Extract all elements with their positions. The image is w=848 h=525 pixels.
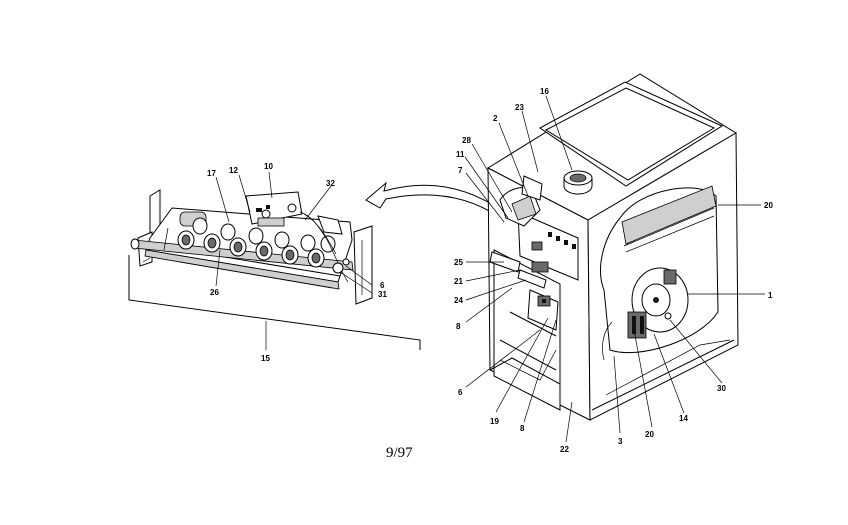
callout-6-right: 6 (458, 388, 463, 397)
leader-lines-left (215, 171, 373, 350)
callout-1: 1 (768, 291, 773, 300)
callout-20-bottom: 20 (645, 430, 654, 439)
callout-30: 30 (717, 384, 726, 393)
callout-8-left: 8 (456, 322, 461, 331)
callout-32: 32 (326, 179, 335, 188)
callout-10: 10 (264, 162, 273, 171)
furnace-cabinet (486, 73, 739, 421)
callout-19: 19 (490, 417, 499, 426)
callout-14: 14 (679, 414, 688, 423)
callout-31: 31 (378, 290, 387, 299)
callout-25: 25 (454, 258, 463, 267)
burner-tubes (177, 211, 336, 268)
date-code: 9/97 (386, 445, 413, 461)
callout-7: 7 (458, 166, 463, 175)
leader-lines-right (464, 95, 765, 443)
callout-22: 22 (560, 445, 569, 454)
callout-6-left: 6 (380, 281, 385, 290)
callout-11: 11 (456, 150, 465, 159)
callout-20-top: 20 (764, 201, 773, 210)
callout-28: 28 (462, 136, 471, 145)
callout-15: 15 (261, 354, 270, 363)
callout-21: 21 (454, 277, 463, 286)
callout-17: 17 (207, 169, 216, 178)
callout-12: 12 (229, 166, 238, 175)
callout-3: 3 (618, 437, 623, 446)
direction-arrow (365, 181, 505, 218)
callout-16: 16 (540, 87, 549, 96)
assembly-bracket-15 (128, 255, 421, 350)
callout-8-right: 8 (520, 424, 525, 433)
vent-collar (563, 170, 593, 195)
callout-labels: 10 17 12 32 26 6 31 15 16 23 2 28 11 7 2… (207, 87, 773, 461)
callout-23: 23 (515, 103, 524, 112)
callout-2: 2 (493, 114, 498, 123)
callout-26: 26 (210, 288, 219, 297)
control-module (531, 232, 576, 273)
callout-24: 24 (454, 296, 463, 305)
burner-assembly (130, 189, 373, 305)
